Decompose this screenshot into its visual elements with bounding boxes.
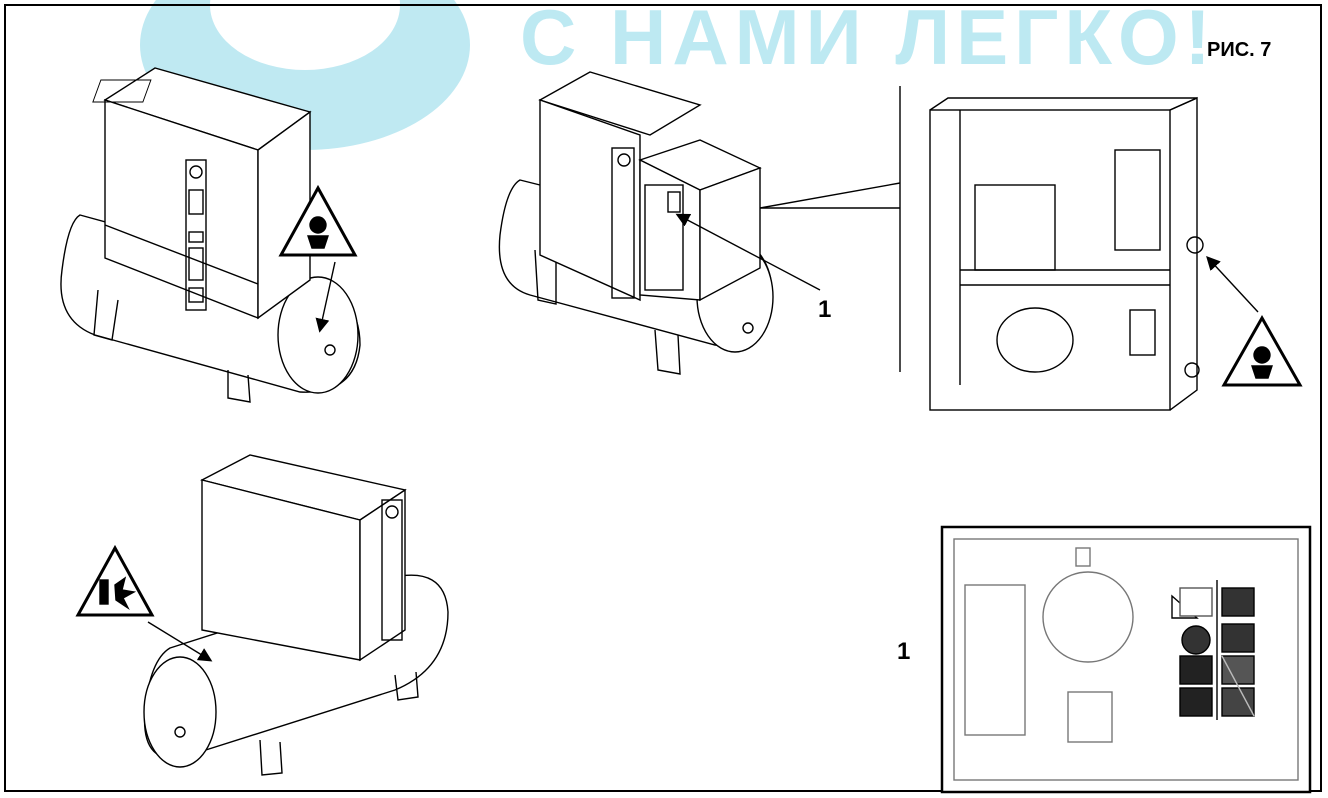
callout-top: 1 [818,296,832,323]
dryer-panel-detail [940,525,1312,794]
figure-label: РИС. 7 [1207,39,1272,61]
warning-triangle-noise-icon-2 [1221,314,1303,387]
watermark-text: С НАМИ ЛЕГКО! [520,0,1217,81]
compressor-bottom-left [143,454,449,776]
compressor-top-middle [498,71,774,375]
warning-triangle-noise-icon [278,184,358,257]
compressor-top-left [60,67,361,403]
dryer-interior [929,96,1204,411]
warning-triangle-explosion-icon [75,544,155,617]
callout-panel: 1 [897,638,911,665]
figure-frame [4,4,1322,792]
